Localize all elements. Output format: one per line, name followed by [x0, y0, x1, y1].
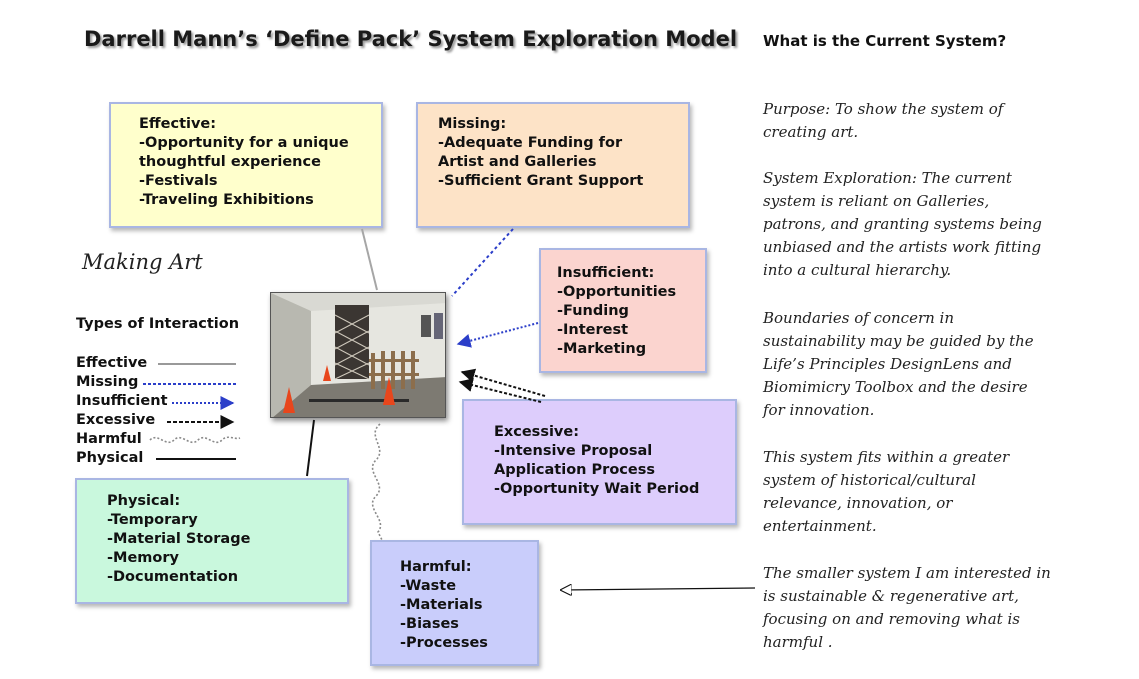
paragraph-line: for innovation. — [763, 401, 875, 419]
connector-effective — [361, 228, 378, 291]
missing-line: -Sufficient Grant Support — [438, 173, 644, 189]
connector-harmful — [371, 423, 383, 541]
harmful-line: -Waste — [400, 578, 457, 594]
physical-line: -Memory — [107, 550, 179, 566]
paragraph-line: entertainment. — [763, 517, 877, 535]
purpose-paragraph: Purpose: To show the system of creating … — [763, 98, 1123, 144]
harmful-box: Harmful: -Waste -Materials -Biases -Proc… — [370, 540, 539, 666]
legend-line-harmful — [149, 436, 241, 444]
page-title: Darrell Mann’s ‘Define Pack’ System Expl… — [84, 27, 738, 51]
paragraph-line: Purpose: To show the system of — [763, 100, 1004, 118]
paragraph-line: System Exploration: The current — [763, 169, 1012, 187]
legend-heading: Types of Interaction — [76, 316, 240, 332]
gallery-photo-icon — [271, 293, 445, 417]
legend-label-excessive: Excessive — [76, 412, 156, 428]
physical-box: Physical: -Temporary -Material Storage -… — [75, 478, 349, 604]
excessive-line: -Intensive Proposal — [494, 443, 653, 459]
missing-line: Artist and Galleries — [438, 154, 597, 170]
connector-excessive-2 — [458, 378, 542, 403]
effective-line: Effective: — [139, 116, 217, 132]
excessive-line: Excessive: — [494, 424, 580, 440]
center-photo — [270, 292, 446, 418]
connector-physical — [306, 419, 315, 477]
legend-label-effective: Effective — [76, 355, 148, 371]
paragraph-line: system of historical/cultural — [763, 471, 976, 489]
boundaries-paragraph: Boundaries of concern in sustainability … — [763, 307, 1123, 422]
insufficient-box: Insufficient: -Opportunities -Funding -I… — [539, 248, 707, 373]
smaller-system-paragraph: The smaller system I am interested in is… — [763, 562, 1123, 654]
legend-label-harmful: Harmful — [76, 431, 142, 447]
effective-line: thoughtful experience — [139, 154, 321, 170]
paragraph-line: The smaller system I am interested in — [763, 564, 1051, 582]
harmful-line: -Processes — [400, 635, 488, 651]
paragraph-line: into a cultural hierarchy. — [763, 261, 952, 279]
missing-line: Missing: — [438, 116, 507, 132]
harmful-line: -Biases — [400, 616, 459, 632]
legend-label-insufficient: Insufficient — [76, 393, 168, 409]
paragraph-line: Biomimicry Toolbox and the desire — [763, 378, 1028, 396]
legend-label-physical: Physical — [76, 450, 144, 466]
effective-box: Effective: -Opportunity for a unique tho… — [109, 102, 383, 228]
insufficient-line: -Opportunities — [557, 284, 677, 300]
paragraph-line: patrons, and granting systems being — [763, 215, 1042, 233]
paragraph-line: This system fits within a greater — [763, 448, 1010, 466]
excessive-line: Application Process — [494, 462, 655, 478]
effective-line: -Festivals — [139, 173, 218, 189]
insufficient-line: Insufficient: — [557, 265, 655, 281]
physical-line: -Documentation — [107, 569, 239, 585]
missing-line: -Adequate Funding for — [438, 135, 623, 151]
harmful-line: Harmful: — [400, 559, 472, 575]
connector-missing — [451, 228, 514, 297]
harmful-line: -Materials — [400, 597, 483, 613]
paragraph-line: sustainability may be guided by the — [763, 332, 1034, 350]
right-title: What is the Current System? — [763, 32, 1007, 50]
excessive-box: Excessive: -Intensive Proposal Applicati… — [462, 399, 737, 525]
effective-line: -Traveling Exhibitions — [139, 192, 314, 208]
connector-excessive-1 — [460, 368, 546, 397]
paragraph-line: focusing on and removing what is — [763, 610, 1020, 628]
paragraph-line: harmful . — [763, 633, 833, 651]
paragraph-line: system is reliant on Galleries, — [763, 192, 990, 210]
paragraph-line: is sustainable & regenerative art, — [763, 587, 1019, 605]
connector-harmful-focus — [561, 588, 756, 590]
physical-line: -Material Storage — [107, 531, 251, 547]
physical-line: Physical: — [107, 493, 181, 509]
legend-label-missing: Missing — [76, 374, 139, 390]
paragraph-line: Boundaries of concern in — [763, 309, 955, 327]
system-exploration-paragraph: System Exploration: The current system i… — [763, 167, 1123, 282]
missing-box: Missing: -Adequate Funding for Artist an… — [416, 102, 690, 228]
insufficient-line: -Interest — [557, 322, 629, 338]
paragraph-line: creating art. — [763, 123, 859, 141]
insufficient-line: -Funding — [557, 303, 629, 319]
paragraph-line: relevance, innovation, or — [763, 494, 953, 512]
greater-system-paragraph: This system fits within a greater system… — [763, 446, 1123, 538]
paragraph-line: Life’s Principles DesignLens and — [763, 355, 1012, 373]
insufficient-line: -Marketing — [557, 341, 647, 357]
making-art-label: Making Art — [82, 250, 203, 274]
connector-insufficient — [456, 322, 539, 348]
effective-line: -Opportunity for a unique — [139, 135, 349, 151]
excessive-line: -Opportunity Wait Period — [494, 481, 700, 497]
paragraph-line: unbiased and the artists work fitting — [763, 238, 1042, 256]
physical-line: -Temporary — [107, 512, 198, 528]
